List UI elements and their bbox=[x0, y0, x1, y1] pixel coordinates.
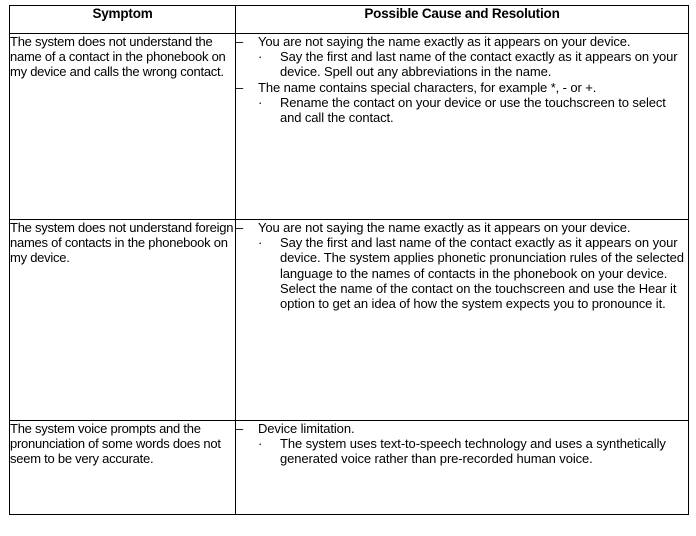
resolution-item: · Say the first and last name of the con… bbox=[258, 49, 688, 79]
resolution-item-text: Say the first and last name of the conta… bbox=[280, 235, 684, 312]
resolution-item: · Say the first and last name of the con… bbox=[258, 235, 688, 311]
resolution-item-text: Say the first and last name of the conta… bbox=[280, 49, 678, 80]
dot-bullet-icon: · bbox=[258, 94, 263, 110]
cause-cell: – You are not saying the name exactly as… bbox=[235, 33, 689, 220]
resolution-item-text: Rename the contact on your device or use… bbox=[280, 94, 666, 126]
table-row: The system does not understand the name … bbox=[9, 33, 689, 220]
cause-cell: – Device limitation. · The system uses t… bbox=[235, 420, 689, 515]
dash-bullet-icon: – bbox=[236, 421, 244, 436]
table-body: The system does not understand the name … bbox=[9, 33, 689, 515]
dot-bullet-icon: · bbox=[258, 49, 263, 65]
symptom-cell: The system does not understand foreign n… bbox=[9, 219, 236, 421]
resolution-list: · The system uses text-to-speech technol… bbox=[258, 436, 688, 466]
symptom-cell: The system does not understand the name … bbox=[9, 33, 236, 220]
table-header-row: Symptom Possible Cause and Resolution bbox=[9, 5, 689, 34]
dash-bullet-icon: – bbox=[236, 34, 244, 49]
cause-item: – You are not saying the name exactly as… bbox=[236, 34, 688, 80]
cause-item: – You are not saying the name exactly as… bbox=[236, 220, 688, 311]
resolution-item: · The system uses text-to-speech technol… bbox=[258, 436, 688, 466]
resolution-list: · Rename the contact on your device or u… bbox=[258, 95, 688, 125]
column-header-symptom: Symptom bbox=[9, 5, 236, 34]
symptom-cell: The system voice prompts and the pronunc… bbox=[9, 420, 236, 515]
cause-item: – Device limitation. · The system uses t… bbox=[236, 421, 688, 467]
resolution-list: · Say the first and last name of the con… bbox=[258, 49, 688, 79]
dash-bullet-icon: – bbox=[236, 220, 244, 235]
troubleshooting-table: Symptom Possible Cause and Resolution Th… bbox=[9, 5, 689, 515]
dot-bullet-icon: · bbox=[258, 235, 263, 251]
dash-bullet-icon: – bbox=[236, 79, 244, 95]
cause-item-text: You are not saying the name exactly as i… bbox=[258, 220, 631, 235]
cause-list: – You are not saying the name exactly as… bbox=[236, 34, 688, 125]
table-row: The system does not understand foreign n… bbox=[9, 219, 689, 421]
resolution-item: · Rename the contact on your device or u… bbox=[258, 95, 688, 125]
cause-item: – The name contains special characters, … bbox=[236, 80, 688, 126]
column-header-cause: Possible Cause and Resolution bbox=[235, 5, 689, 34]
cause-cell: – You are not saying the name exactly as… bbox=[235, 219, 689, 421]
table-row: The system voice prompts and the pronunc… bbox=[9, 420, 689, 515]
resolution-item-text: The system uses text-to-speech technolog… bbox=[280, 436, 666, 467]
resolution-list: · Say the first and last name of the con… bbox=[258, 235, 688, 311]
cause-list: – You are not saying the name exactly as… bbox=[236, 220, 688, 311]
dot-bullet-icon: · bbox=[258, 436, 263, 452]
cause-list: – Device limitation. · The system uses t… bbox=[236, 421, 688, 467]
cause-item-text: The name contains special characters, fo… bbox=[258, 79, 597, 95]
cause-item-text: Device limitation. bbox=[258, 421, 355, 436]
cause-item-text: You are not saying the name exactly as i… bbox=[258, 34, 631, 49]
